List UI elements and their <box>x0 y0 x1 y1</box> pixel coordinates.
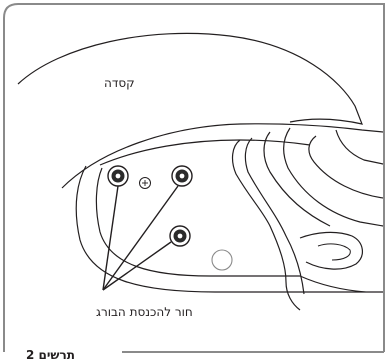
small-screw <box>140 178 151 189</box>
chin-guard-line-3 <box>264 132 330 226</box>
label-screw-hole: חור להכנסת הבורג <box>96 305 193 319</box>
pointer-line-3 <box>103 242 171 290</box>
chin-guard-line-2 <box>245 138 304 294</box>
pointer-line-2 <box>103 186 178 290</box>
chin-guard-line-5 <box>309 136 383 198</box>
chin-guard-line-4 <box>284 128 383 226</box>
chin-vent-outline <box>300 232 362 269</box>
helmet-shell-outline <box>18 33 362 124</box>
screw-hole-top-left <box>108 166 128 186</box>
chin-vent-inner <box>318 244 350 260</box>
visor-edge <box>336 130 383 164</box>
chin-lower-line <box>300 276 366 292</box>
screw-hole-bottom <box>170 226 190 246</box>
empty-circle <box>212 250 232 270</box>
label-helmet: קסדה <box>104 76 135 90</box>
frame-border <box>4 4 384 352</box>
screw-hole-top-right <box>172 166 192 186</box>
figure-caption: תרשים 2 <box>22 348 79 362</box>
side-panel-top <box>100 140 310 165</box>
side-panel-inner <box>96 168 300 276</box>
pointer-line-1 <box>103 186 118 290</box>
